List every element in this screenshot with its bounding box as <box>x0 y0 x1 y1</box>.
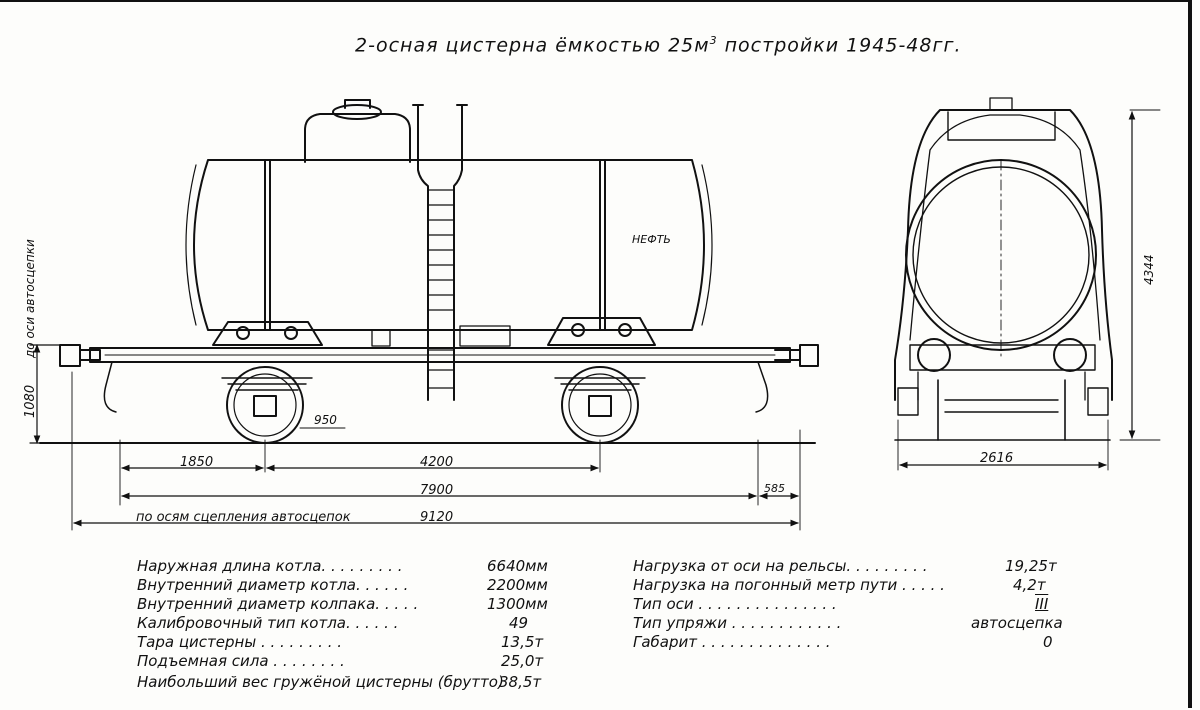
spec-value: 6640мм <box>487 557 548 575</box>
end-body-outline <box>894 109 1113 401</box>
spec-value: автосцепка <box>971 614 1063 632</box>
spec-value: 4,2т <box>1013 576 1046 594</box>
tank-car-drawing: НЕФТЬ 1850 4200 7900 585 по осям сцеплен… <box>23 97 1161 531</box>
spec-label: Внутренний диаметр котла. . . . . . <box>137 576 409 594</box>
tank-shell <box>193 159 705 331</box>
dim-1080: 1080 <box>23 385 38 418</box>
dim-coupler-text: по осям сцепления автосцепок <box>136 510 351 525</box>
ladder <box>412 104 468 401</box>
end-view <box>894 97 1113 441</box>
spec-value: 19,25т <box>1005 557 1057 575</box>
spec-value: 2200мм <box>487 576 548 594</box>
spec-label: Габарит . . . . . . . . . . . . . . <box>633 633 831 651</box>
underframe <box>89 347 791 363</box>
spec-value: 13,5т <box>501 633 544 651</box>
spec-value: 38,5т <box>499 673 542 691</box>
spec-label: Тип упряжи . . . . . . . . . . . . <box>633 614 842 632</box>
spec-label: Нагрузка на погонный метр пути . . . . . <box>633 576 945 594</box>
coupler-left <box>59 344 101 367</box>
dim-4344: 4344 <box>1142 254 1156 285</box>
dim-4200: 4200 <box>420 455 453 470</box>
dimension-lines <box>29 344 801 531</box>
spec-label: Подъемная сила . . . . . . . . <box>137 652 345 670</box>
dome <box>304 113 411 163</box>
end-view-dimensions <box>897 109 1161 471</box>
spec-label: Нагрузка от оси на рельсы. . . . . . . .… <box>633 557 928 575</box>
dim-2616: 2616 <box>980 451 1013 466</box>
spec-label: Внутренний диаметр колпака. . . . . <box>137 595 419 613</box>
dim-axle-text: до оси автосцепки <box>23 239 37 359</box>
spec-value: 0 <box>1043 633 1053 651</box>
spec-value: III <box>1035 595 1049 613</box>
spec-label: Наружная длина котла. . . . . . . . . <box>137 557 403 575</box>
spec-value: 49 <box>509 614 529 632</box>
title-tail: постройки 1945-48гг. <box>717 34 962 57</box>
dim-7900: 7900 <box>420 483 453 498</box>
cradle-left <box>212 321 323 346</box>
dim-9120: 9120 <box>420 510 453 525</box>
cradle-right <box>547 317 656 346</box>
dim-950: 950 <box>314 413 337 427</box>
spec-value: 1300мм <box>487 595 548 613</box>
page-title: 2-осная цистерна ёмкостью 25м3 постройки… <box>355 34 961 56</box>
spec-label: Тара цистерны . . . . . . . . . <box>137 633 343 651</box>
side-view <box>39 99 819 444</box>
spec-value: 25,0т <box>501 652 544 670</box>
dim-1850: 1850 <box>180 455 213 470</box>
title-superscript: 3 <box>709 34 718 47</box>
spec-label: Наибольший вес гружёной цистерны (брутто… <box>137 673 504 691</box>
tank-content-label: НЕФТЬ <box>632 233 671 246</box>
title-text: 2-осная цистерна ёмкостью 25м <box>355 34 710 57</box>
dim-585: 585 <box>764 482 785 495</box>
spec-label: Тип оси . . . . . . . . . . . . . . . <box>633 595 837 613</box>
spec-label: Калибровочный тип котла. . . . . . <box>137 614 399 632</box>
